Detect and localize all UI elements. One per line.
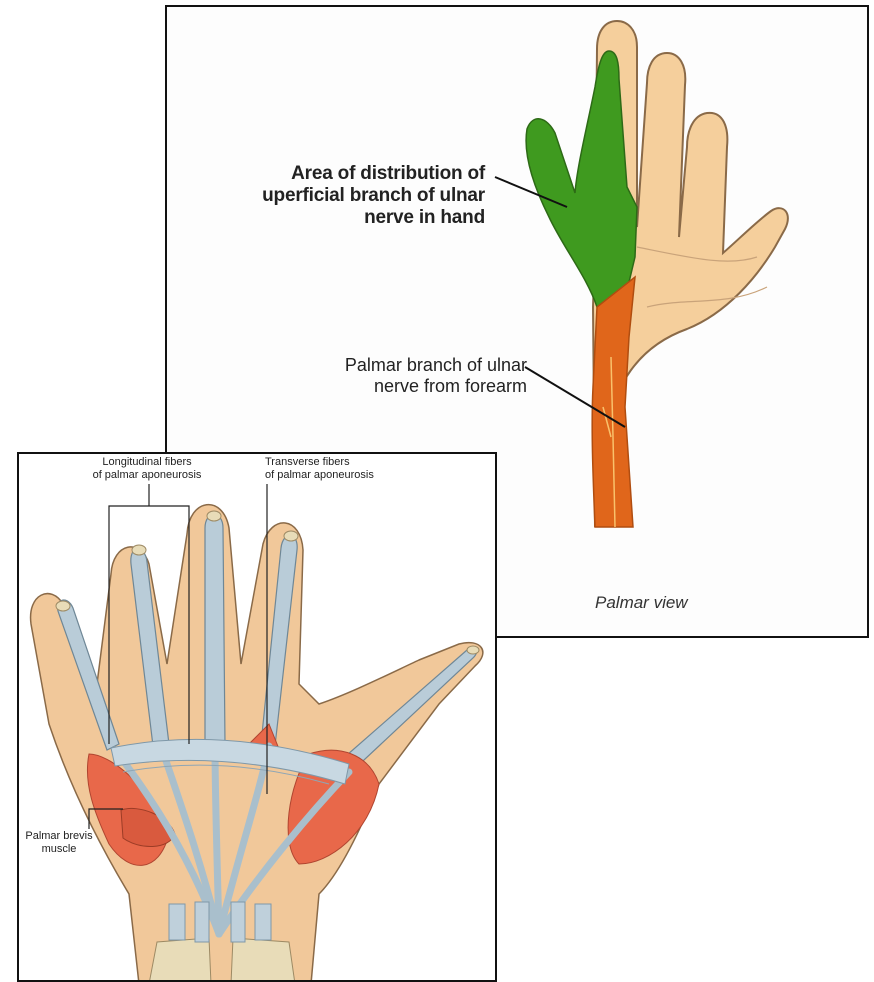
label-palmar-brevis-muscle: Palmar brevis muscle (19, 830, 99, 855)
label-area-of-distribution: Area of distribution of uperficial branc… (165, 163, 485, 229)
label-longitudinal-fibers: Longitudinal fibers of palmar aponeurosi… (57, 456, 237, 481)
label-transverse-fibers: Transverse fibers of palmar aponeurosis (265, 456, 455, 481)
label-palmar-branch: Palmar branch of ulnar nerve from forear… (207, 355, 527, 397)
palmar-aponeurosis-illustration (19, 454, 497, 982)
caption-palmar-view: Palmar view (595, 593, 688, 613)
superficial-branch-area (526, 51, 637, 307)
palmar-aponeurosis-panel: Longitudinal fibers of palmar aponeurosi… (17, 452, 497, 982)
